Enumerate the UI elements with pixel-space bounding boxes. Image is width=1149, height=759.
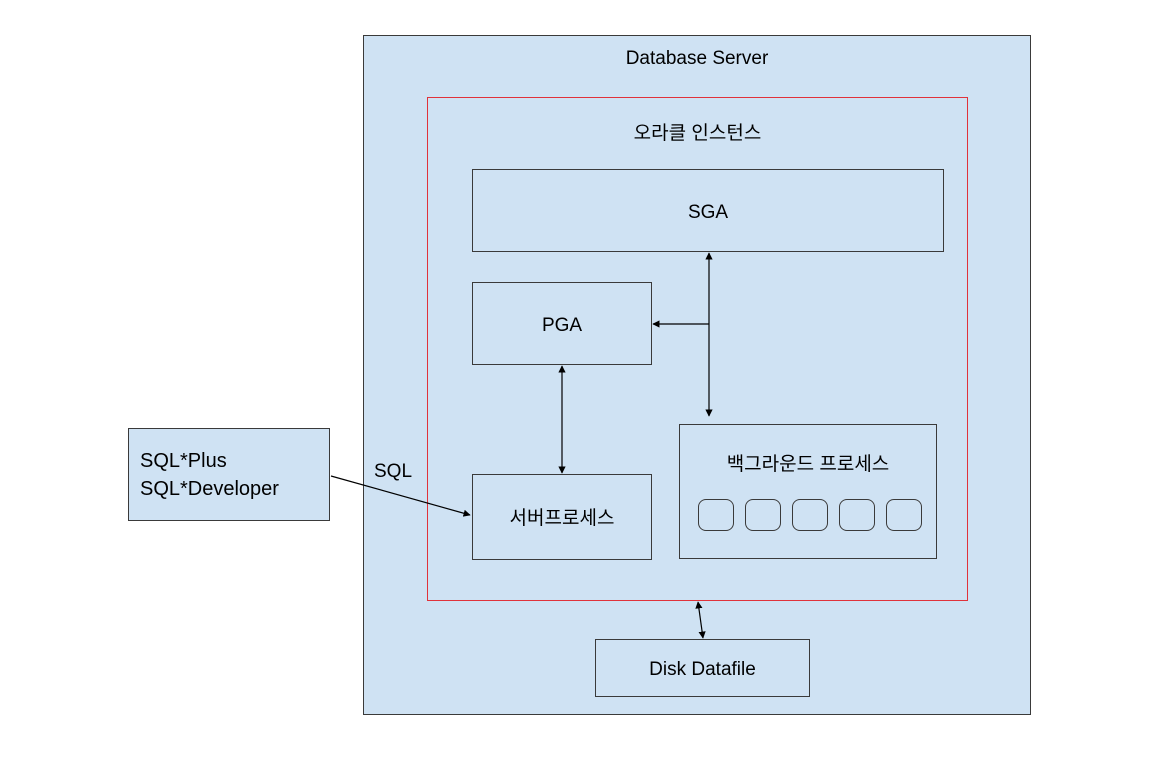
process-slot: [839, 499, 875, 531]
server-process-label: 서버프로세스: [509, 508, 615, 529]
process-slot: [886, 499, 922, 531]
sga-label: SGA: [687, 202, 729, 223]
client-tools-box: SQL*Plus SQL*Developer: [128, 428, 330, 521]
client-tool-sqlplus: SQL*Plus: [140, 450, 227, 472]
disk-datafile-label: Disk Datafile: [649, 659, 756, 680]
process-slot: [745, 499, 781, 531]
pga-box: PGA: [472, 282, 652, 365]
pga-label: PGA: [541, 315, 583, 336]
server-process-box: 서버프로세스: [472, 474, 652, 560]
oracle-instance-title: 오라클 인스턴스: [633, 123, 762, 144]
client-tool-sqldeveloper: SQL*Developer: [140, 478, 279, 500]
background-process-label: 백그라운드 프로세스: [726, 454, 890, 475]
disk-datafile-box: Disk Datafile: [595, 639, 810, 697]
background-process-box: 백그라운드 프로세스: [679, 424, 937, 559]
instance-datafile-arrow: [695, 601, 706, 639]
process-slot: [792, 499, 828, 531]
database-server-title: Database Server: [625, 48, 769, 69]
process-slot: [698, 499, 734, 531]
sga-box: SGA: [472, 169, 944, 252]
oracle-instance-box: 오라클 인스턴스: [427, 97, 968, 601]
sql-request-arrow: [330, 475, 471, 517]
sql-connection-label: SQL: [374, 461, 413, 482]
